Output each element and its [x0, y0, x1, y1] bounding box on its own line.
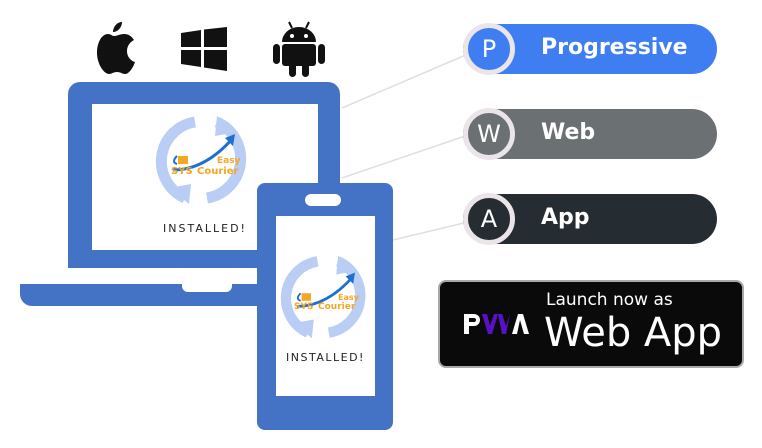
laptop-notch	[182, 284, 232, 292]
connector-line-progressive	[341, 53, 469, 109]
pill-web: W Web	[463, 108, 717, 160]
pill-label-app: App	[541, 205, 590, 230]
launch-badge-line2: Web App	[544, 310, 723, 356]
phone-speaker	[305, 194, 341, 206]
windows-icon	[181, 27, 227, 71]
laptop-installed-status: INSTALLED!	[163, 222, 247, 235]
android-icon	[272, 20, 326, 78]
sync-arrows-icon	[155, 116, 247, 204]
apple-icon	[90, 22, 138, 74]
logo-courier-text: Courier	[197, 166, 239, 177]
logo-easy-text: Easy	[338, 293, 359, 302]
launch-badge-line1: Launch now as	[546, 290, 673, 310]
pill-app: A App	[463, 193, 717, 245]
pill-letter-a: A	[463, 193, 515, 245]
pill-label-web: Web	[541, 120, 596, 145]
logo-sys-text: SYS	[294, 302, 314, 312]
phone-app-logo: Easy SYS Courier	[280, 252, 370, 342]
sync-arrows-icon	[280, 255, 366, 339]
phone-installed-status: INSTALLED!	[286, 351, 365, 364]
pill-progressive: P Progressive	[463, 23, 717, 75]
logo-sys-text: SYS	[171, 166, 193, 177]
pill-label-progressive: Progressive	[541, 35, 688, 60]
launch-web-app-button[interactable]: Launch now as Web App	[438, 280, 744, 368]
logo-courier-text: Courier	[318, 302, 356, 312]
pill-letter-w: W	[463, 108, 515, 160]
pill-letter-p: P	[463, 23, 515, 75]
connector-line-web	[341, 134, 469, 179]
logo-easy-text: Easy	[217, 156, 241, 166]
pwa-logo-icon	[464, 314, 529, 334]
laptop-base	[20, 284, 282, 306]
laptop-app-logo: Easy SYS Courier	[155, 112, 251, 208]
connector-line-app	[392, 221, 469, 241]
pwa-logo	[462, 310, 532, 338]
